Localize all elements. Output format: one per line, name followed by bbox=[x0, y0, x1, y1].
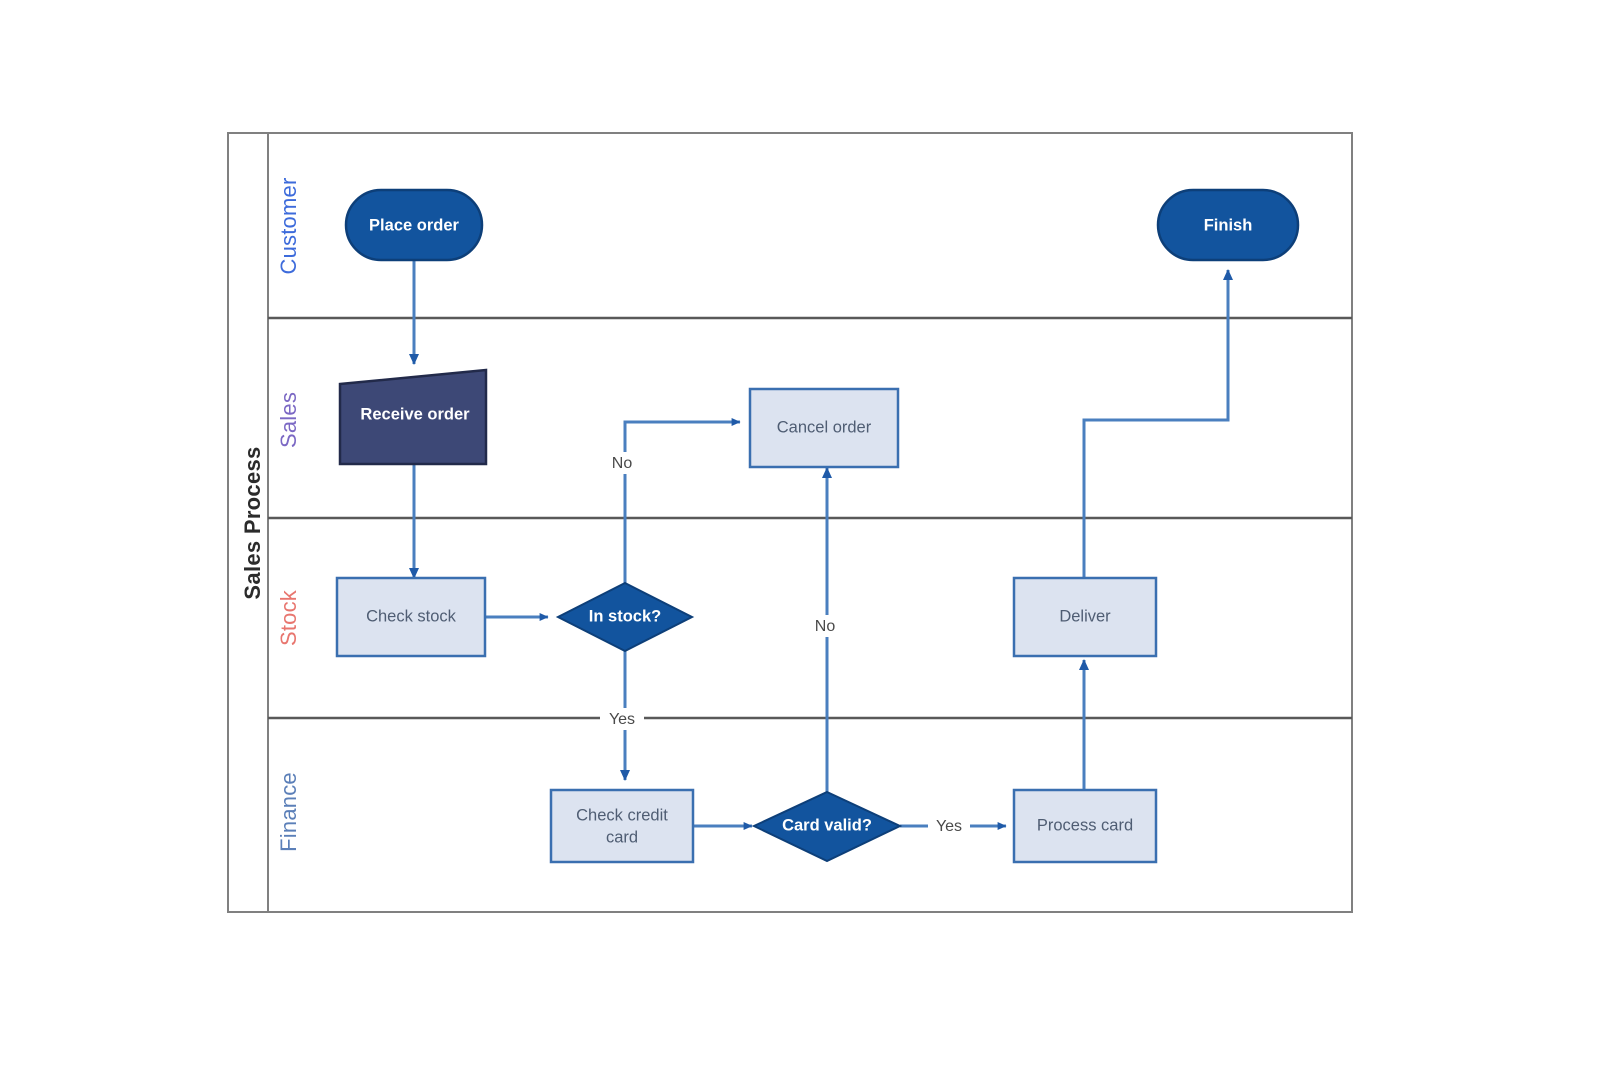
edge-in-stock-no-to-cancel-order bbox=[623, 418, 741, 583]
node-finish-label: Finish bbox=[1204, 216, 1253, 234]
edge-label-yes-in-stock-text: Yes bbox=[609, 711, 635, 728]
node-check-stock[interactable]: Check stock bbox=[335, 576, 487, 658]
node-check-stock-shape[interactable] bbox=[335, 576, 487, 658]
node-card-valid-label: Card valid? bbox=[782, 816, 872, 834]
edge-label-no-card-valid: No bbox=[810, 615, 840, 637]
edge-label-yes-card-valid-bg bbox=[928, 815, 970, 837]
node-place-order[interactable]: Place order bbox=[344, 188, 484, 262]
node-cancel-order[interactable]: Cancel order bbox=[748, 387, 900, 469]
edge-label-no-card-valid-bg bbox=[810, 615, 840, 637]
node-check-credit-card[interactable]: Check credit card bbox=[549, 788, 695, 864]
pool-title: Sales Process bbox=[240, 446, 265, 599]
node-cancel-order-label: Cancel order bbox=[777, 418, 872, 436]
node-check-stock-label: Check stock bbox=[366, 607, 457, 625]
edge-label-no-in-stock-text: No bbox=[612, 455, 633, 472]
node-place-order-label: Place order bbox=[369, 216, 459, 234]
node-process-card-shape[interactable] bbox=[1012, 788, 1158, 864]
node-cancel-order-shape[interactable] bbox=[748, 387, 900, 469]
node-finish-shape[interactable] bbox=[1156, 188, 1300, 262]
node-card-valid[interactable]: Card valid? bbox=[751, 790, 903, 863]
node-in-stock-label: In stock? bbox=[589, 607, 661, 625]
node-check-credit-card-label-line1: Check credit bbox=[576, 806, 668, 824]
lane-label-finance: Finance bbox=[276, 772, 301, 852]
node-deliver[interactable]: Deliver bbox=[1012, 576, 1158, 658]
node-process-card-label: Process card bbox=[1037, 816, 1133, 834]
node-deliver-label: Deliver bbox=[1059, 607, 1111, 625]
edge-label-yes-card-valid: Yes bbox=[928, 815, 970, 837]
node-check-credit-card-shape[interactable] bbox=[549, 788, 695, 864]
node-in-stock-shape[interactable] bbox=[555, 581, 695, 653]
node-process-card[interactable]: Process card bbox=[1012, 788, 1158, 864]
edge-label-no-in-stock-bg bbox=[607, 452, 637, 474]
lane-label-sales: Sales bbox=[276, 392, 301, 448]
edge-deliver-to-finish bbox=[1082, 269, 1233, 578]
edge-label-yes-in-stock-bg bbox=[600, 708, 644, 730]
node-finish[interactable]: Finish bbox=[1156, 188, 1300, 262]
node-in-stock[interactable]: In stock? bbox=[555, 581, 695, 653]
edge-label-no-card-valid-text: No bbox=[815, 618, 836, 635]
lane-label-stock: Stock bbox=[276, 589, 301, 646]
node-card-valid-shape[interactable] bbox=[751, 790, 903, 863]
lane-dividers bbox=[268, 316, 1352, 720]
node-place-order-shape[interactable] bbox=[344, 188, 484, 262]
lane-label-customer: Customer bbox=[276, 178, 301, 275]
node-receive-order[interactable]: Receive order bbox=[338, 368, 488, 466]
edge-label-yes-card-valid-text: Yes bbox=[936, 818, 962, 835]
node-receive-order-label: Receive order bbox=[360, 405, 470, 423]
node-receive-order-shape[interactable] bbox=[338, 368, 488, 466]
node-check-credit-card-label-line2: card bbox=[606, 828, 638, 846]
edge-label-yes-in-stock: Yes bbox=[600, 708, 644, 730]
node-deliver-shape[interactable] bbox=[1012, 576, 1158, 658]
edge-labels: No Yes No Yes bbox=[600, 452, 970, 837]
edge-label-no-in-stock: No bbox=[607, 452, 637, 474]
